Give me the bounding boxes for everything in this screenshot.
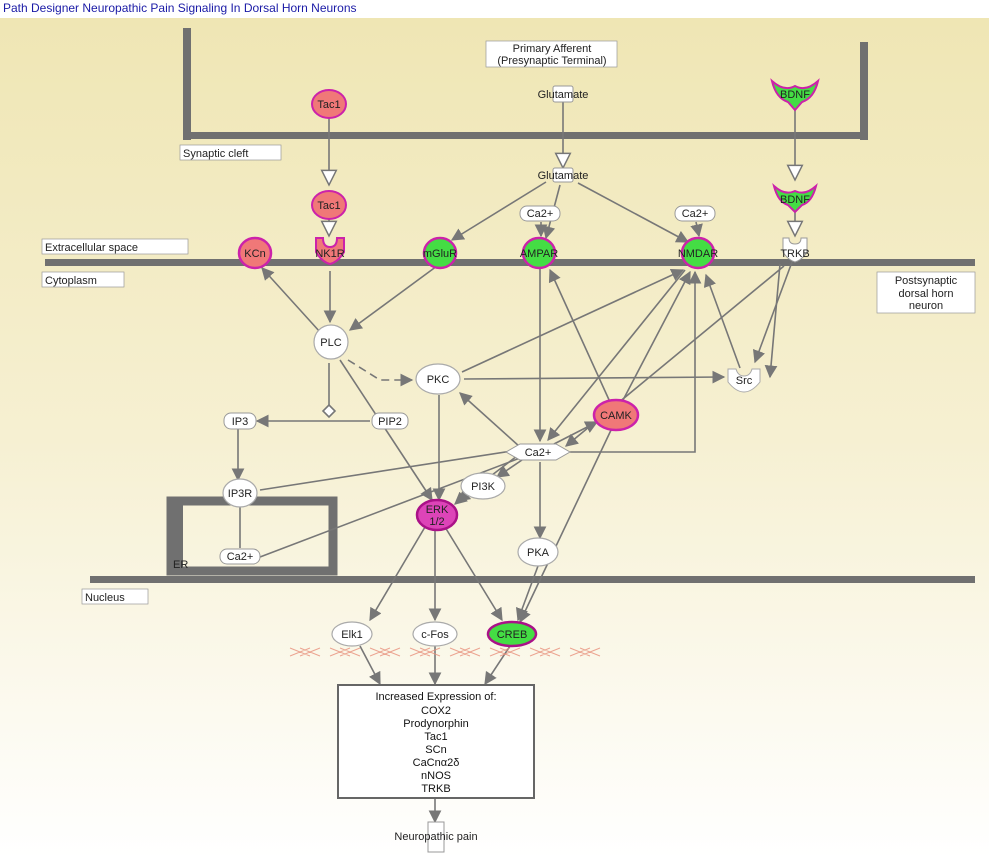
expression-item: Tac1 (424, 731, 447, 743)
pathway-diagram: Primary Afferent (Presynaptic Terminal) … (0, 18, 989, 858)
expression-item: TRKB (421, 783, 450, 795)
node-ca-extracellular-nmdar[interactable]: Ca2+ (674, 205, 716, 222)
node-creb[interactable]: CREB (486, 620, 538, 648)
node-label: BDNF (780, 89, 810, 101)
node-label: KCn (244, 248, 265, 260)
node-src[interactable]: Src (727, 368, 761, 393)
expression-item: nNOS (421, 770, 451, 782)
node-label: Src (736, 375, 753, 387)
label-er: ER (173, 559, 188, 571)
plasma-membrane (45, 259, 975, 266)
node-camk[interactable]: CAMK (592, 398, 640, 432)
expression-item: COX2 (421, 705, 451, 717)
node-ca-er[interactable]: Ca2+ (219, 548, 261, 565)
node-label: NK1R (315, 248, 344, 260)
node-label: NMDAR (678, 248, 718, 260)
presynaptic-terminal-frame (183, 28, 868, 140)
expression-item: Prodynorphin (403, 718, 468, 730)
label-dorsal-horn: dorsal horn (898, 288, 953, 300)
label-presynaptic-terminal: (Presynaptic Terminal) (497, 55, 606, 67)
expression-item: SCn (425, 744, 446, 756)
node-label: Neuropathic pain (394, 831, 477, 843)
node-erk[interactable]: ERK 1/2 (415, 498, 459, 532)
node-label: Tac1 (317, 200, 340, 212)
node-bdnf-cleft[interactable]: BDNF (772, 183, 818, 214)
node-glutamate-presynaptic[interactable]: Glutamate (538, 85, 589, 103)
node-pi3k[interactable]: PI3K (460, 472, 506, 500)
label-primary-afferent: Primary Afferent (513, 43, 592, 55)
label-nucleus: Nucleus (85, 592, 125, 604)
expression-box[interactable]: Increased Expression of: COX2 Prodynorph… (337, 684, 535, 799)
label-synaptic-cleft: Synaptic cleft (183, 148, 248, 160)
node-label: PIP2 (378, 416, 402, 428)
node-label: CREB (497, 629, 528, 641)
compartment-labels: Primary Afferent (Presynaptic Terminal) … (41, 40, 976, 605)
label-extracellular-space: Extracellular space (45, 242, 138, 254)
node-pkc[interactable]: PKC (415, 363, 461, 395)
node-label: AMPAR (520, 248, 558, 260)
node-nmdar[interactable]: NMDAR (678, 236, 718, 270)
node-label: IP3 (232, 416, 249, 428)
node-label: TRKB (780, 248, 809, 260)
node-label: Ca2+ (682, 208, 709, 220)
node-elk1[interactable]: Elk1 (331, 621, 373, 647)
node-label: Glutamate (538, 170, 589, 182)
node-glutamate-cleft[interactable]: Glutamate (538, 167, 589, 183)
node-label: CAMK (600, 410, 632, 422)
node-bdnf-presynaptic[interactable]: BDNF (770, 78, 820, 112)
node-label: c-Fos (421, 629, 449, 641)
dna-pattern (289, 647, 601, 657)
node-label: Ca2+ (227, 551, 254, 563)
node-label: Glutamate (538, 89, 589, 101)
node-ca-extracellular-ampar[interactable]: Ca2+ (519, 205, 561, 222)
node-ip3r[interactable]: IP3R (222, 478, 258, 508)
node-label: Tac1 (317, 99, 340, 111)
node-pip2[interactable]: PIP2 (371, 412, 409, 430)
node-label: mGluR (423, 248, 457, 260)
node-neuropathic-pain[interactable]: Neuropathic pain (394, 821, 478, 853)
node-ca-cytoplasm[interactable]: Ca2+ (504, 443, 572, 461)
node-plc[interactable]: PLC (313, 324, 349, 360)
label-cytoplasm: Cytoplasm (45, 275, 97, 287)
pathway-canvas: Primary Afferent (Presynaptic Terminal) … (0, 18, 989, 858)
node-kcn[interactable]: KCn (237, 236, 273, 270)
node-ip3[interactable]: IP3 (223, 412, 257, 430)
node-label: Ca2+ (525, 447, 552, 459)
node-nk1r[interactable]: NK1R (315, 237, 345, 266)
expression-item: CaCnα2δ (413, 757, 460, 769)
node-mglur[interactable]: mGluR (422, 236, 458, 270)
node-ampar[interactable]: AMPAR (520, 236, 558, 270)
label-postsynaptic: Postsynaptic (895, 275, 958, 287)
node-label: PKA (527, 547, 550, 559)
node-cfos[interactable]: c-Fos (412, 621, 458, 647)
node-label: PLC (320, 337, 341, 349)
node-label: PI3K (471, 481, 496, 493)
label-neuron: neuron (909, 300, 943, 312)
node-trkb[interactable]: TRKB (780, 237, 810, 263)
node-label: PKC (427, 374, 450, 386)
node-tac1-cleft[interactable]: Tac1 (311, 190, 347, 220)
node-label: IP3R (228, 488, 253, 500)
node-pka[interactable]: PKA (517, 537, 559, 567)
expression-heading: Increased Expression of: (375, 691, 496, 703)
node-label: Elk1 (341, 629, 362, 641)
node-label: Ca2+ (527, 208, 554, 220)
node-label: BDNF (780, 194, 810, 206)
node-label: 1/2 (429, 516, 444, 528)
node-tac1-presynaptic[interactable]: Tac1 (311, 89, 347, 119)
node-label: ERK (426, 504, 449, 516)
diagram-title: Path Designer Neuropathic Pain Signaling… (3, 1, 357, 15)
